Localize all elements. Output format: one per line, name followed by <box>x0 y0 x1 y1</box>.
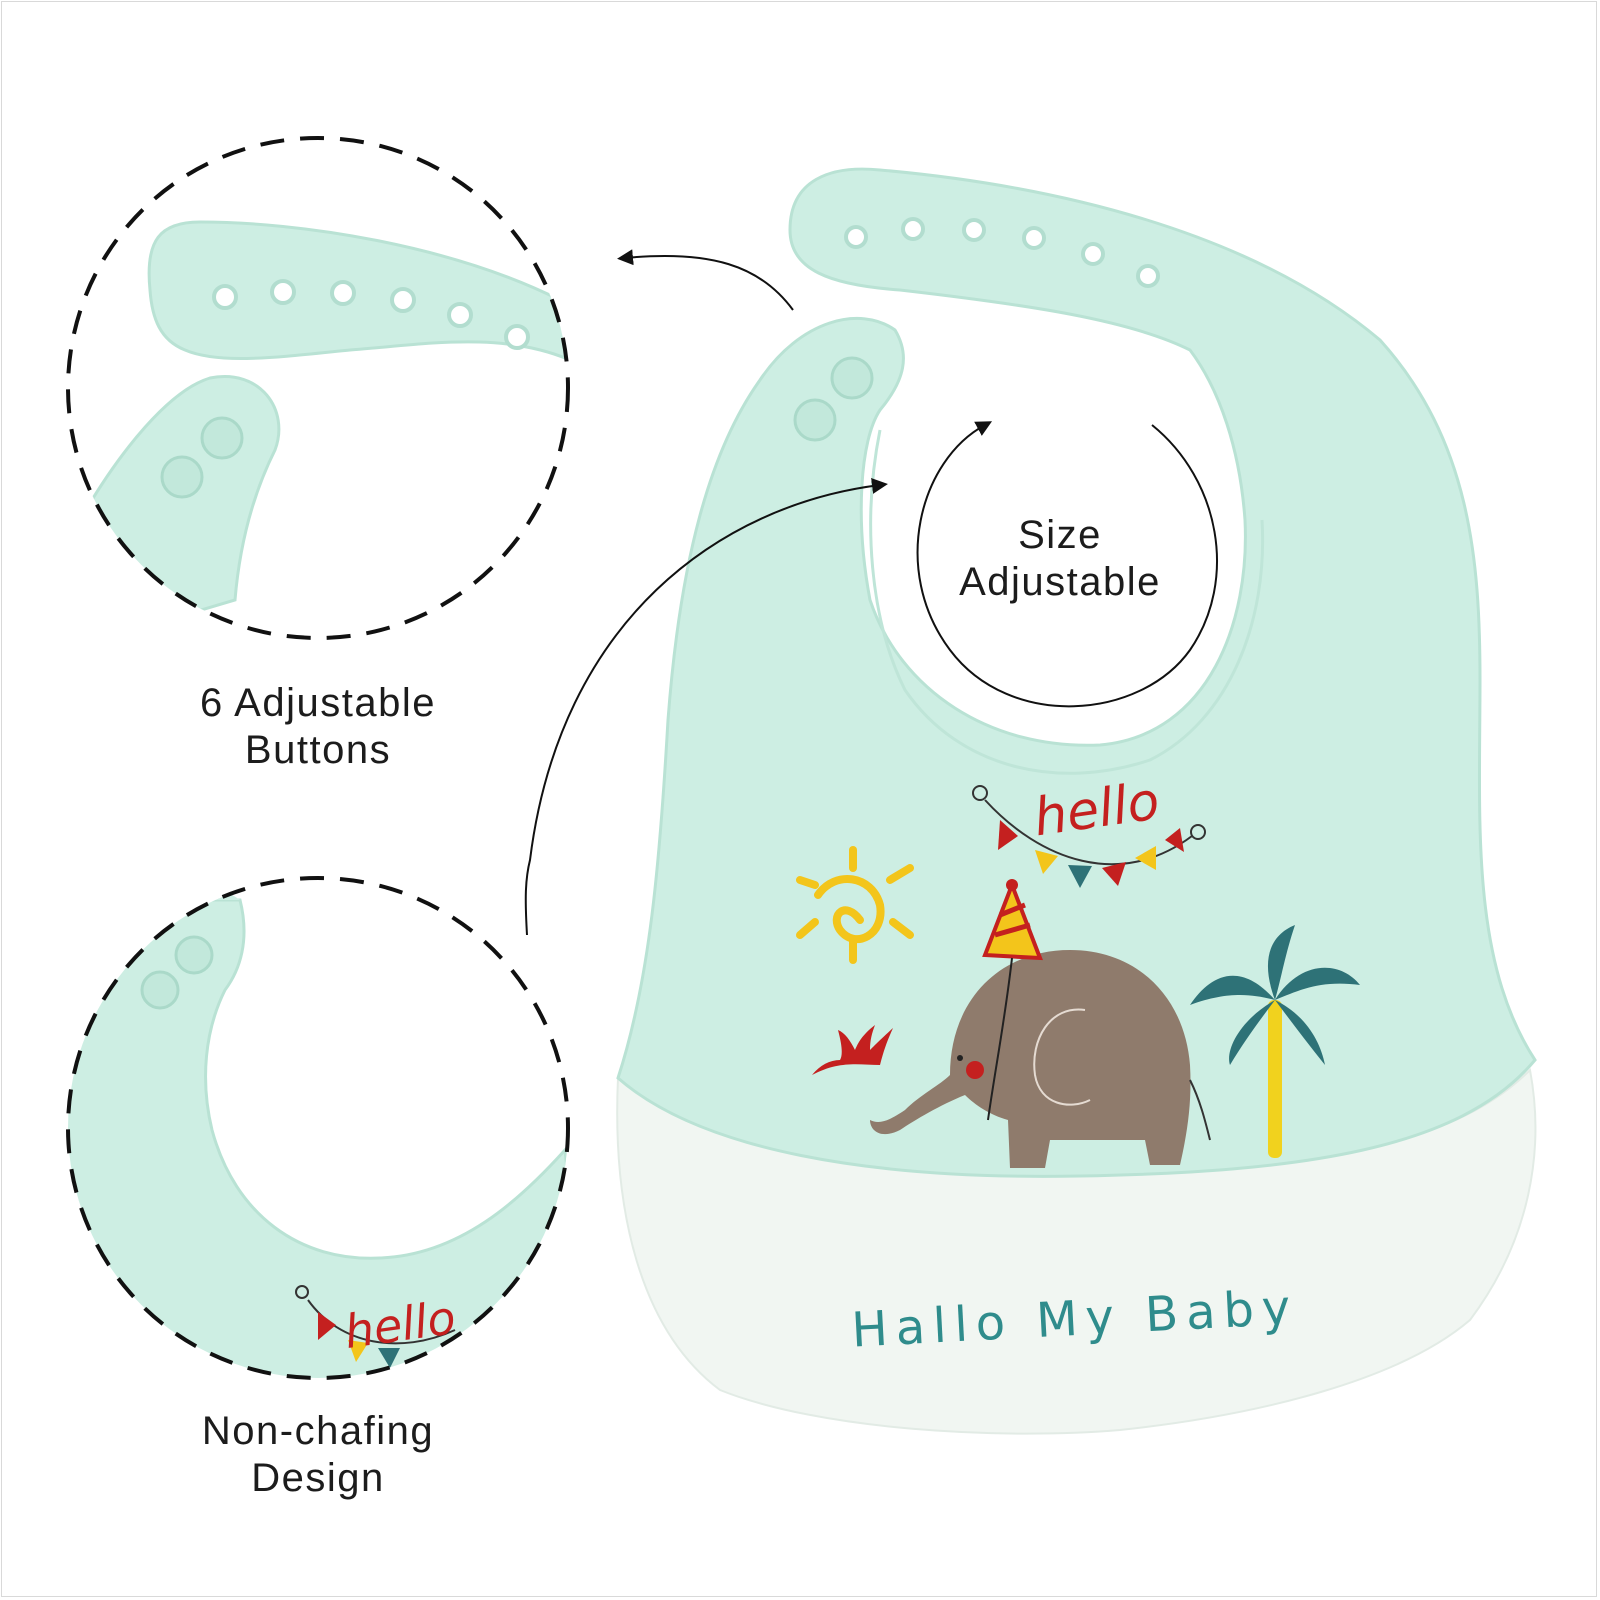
party-hat <box>982 879 1043 1121</box>
sun-illustration <box>796 846 914 964</box>
arrow-to-top-icon <box>617 249 794 311</box>
size-arrow-icon <box>916 421 1218 708</box>
bunting-flags <box>972 785 1206 888</box>
zoom-collar-content: hello <box>68 881 568 1378</box>
snap-buttons <box>793 356 874 442</box>
caption-size-adjustable: Size Adjustable <box>935 512 1185 606</box>
palm-tree-illustration <box>1190 925 1360 1158</box>
caption-buttons-line1: 6 Adjustable <box>200 681 436 725</box>
strap-holes <box>844 217 1160 288</box>
caption-design-line1: Non-chafing <box>201 1409 435 1453</box>
caption-buttons-line2: Buttons <box>244 728 392 772</box>
caption-design-line2: Design <box>251 1456 385 1500</box>
main-bib: hello <box>616 167 1537 1435</box>
caption-non-chafing: Non-chafing Design <box>168 1408 468 1502</box>
zoom-circle-top <box>66 136 570 640</box>
arrow-to-bottom-icon <box>524 478 888 936</box>
caption-size-line1: Size <box>1018 513 1102 557</box>
bush-illustration <box>812 1025 893 1075</box>
caption-size-line2: Adjustable <box>959 560 1161 604</box>
bib-body <box>616 167 1537 1178</box>
zoom-circle-bottom <box>66 876 570 1380</box>
elephant-illustration <box>870 950 1211 1168</box>
caption-adjustable-buttons: 6 Adjustable Buttons <box>168 680 468 774</box>
